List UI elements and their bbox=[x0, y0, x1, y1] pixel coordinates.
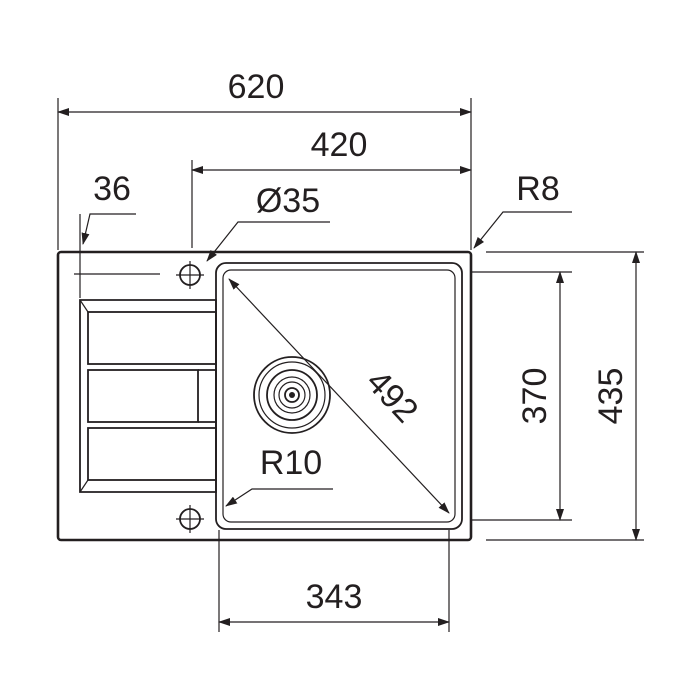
drainer-groove-1 bbox=[87, 311, 217, 365]
dim-label-bowl-diagonal: 492 bbox=[359, 363, 425, 430]
dim-label-drainer-offset: 36 bbox=[93, 170, 131, 208]
drainer-groove-3 bbox=[87, 427, 217, 481]
dimension-labels: 620 420 36 Ø35 R8 492 R10 370 435 343 bbox=[93, 68, 630, 616]
bowl-inner-rim bbox=[222, 269, 456, 523]
dim-label-overall-depth: 435 bbox=[592, 368, 630, 425]
dim-leader-r10 bbox=[225, 488, 333, 507]
dim-label-bowl-corner-radius: R10 bbox=[260, 444, 322, 482]
drainer-board bbox=[79, 299, 217, 493]
dim-label-bowl-section-width: 420 bbox=[311, 126, 368, 164]
dim-line-492 bbox=[228, 278, 450, 514]
dim-label-bowl-width: 343 bbox=[306, 578, 363, 616]
dim-label-bowl-depth: 370 bbox=[516, 368, 554, 425]
dim-leader-35 bbox=[206, 221, 330, 262]
dim-leader-36 bbox=[81, 213, 136, 245]
drain-strainer bbox=[253, 356, 331, 434]
tap-hole-top bbox=[176, 261, 204, 289]
dim-leader-r8 bbox=[473, 211, 572, 249]
sink-outer-edge bbox=[56, 250, 473, 542]
drainer-outline bbox=[79, 299, 217, 493]
tap-hole-bottom bbox=[176, 505, 204, 533]
dim-label-overall-width: 620 bbox=[228, 68, 285, 106]
dim-label-tap-hole: Ø35 bbox=[256, 182, 320, 220]
drainer-groove-2 bbox=[87, 369, 199, 423]
dim-label-corner-radius-outer: R8 bbox=[516, 170, 559, 208]
extension-lines bbox=[57, 98, 644, 632]
sink-outline bbox=[56, 250, 473, 542]
dimension-lines bbox=[57, 108, 640, 626]
